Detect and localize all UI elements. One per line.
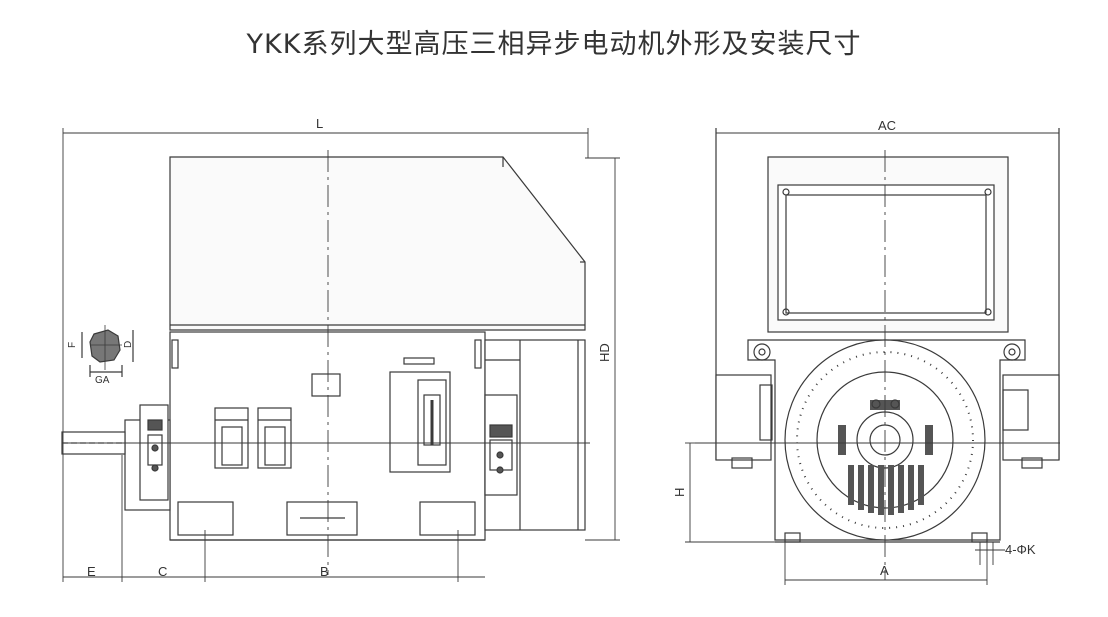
side-view-dimensions [62, 128, 620, 582]
side-box-right [1002, 374, 1060, 461]
dim-label-L: L [316, 116, 323, 131]
dim-label-K: 4-ΦK [1005, 542, 1036, 557]
dim-label-AC: AC [878, 118, 896, 133]
bearing-left [139, 404, 169, 501]
dim-label-D: D [123, 341, 134, 348]
terminal-cylinder-1 [214, 407, 249, 469]
end-view-dimensions [685, 442, 1005, 585]
dim-label-C: C [158, 564, 167, 579]
dim-label-F: F [67, 342, 78, 348]
side-view [61, 150, 590, 575]
side-box-left [715, 374, 772, 461]
foot-right [419, 501, 476, 536]
shaft-section-detail [81, 325, 134, 377]
cooler-housing [169, 156, 586, 331]
foot-left [177, 501, 234, 536]
dim-label-E: E [87, 564, 96, 579]
dim-label-B: B [320, 564, 329, 579]
terminal-cylinder-2 [257, 407, 292, 469]
main-terminal-box [389, 371, 451, 473]
cooling-fins [838, 400, 933, 515]
nameplate [311, 373, 341, 397]
drawing-title: YKK系列大型高压三相异步电动机外形及安装尺寸 [246, 29, 862, 60]
dim-label-A: A [880, 563, 889, 578]
foot-middle [286, 501, 358, 536]
dim-label-H: H [672, 488, 687, 497]
dim-label-GA: GA [95, 375, 110, 386]
dim-label-HD: HD [597, 343, 612, 362]
end-view [695, 128, 1060, 580]
